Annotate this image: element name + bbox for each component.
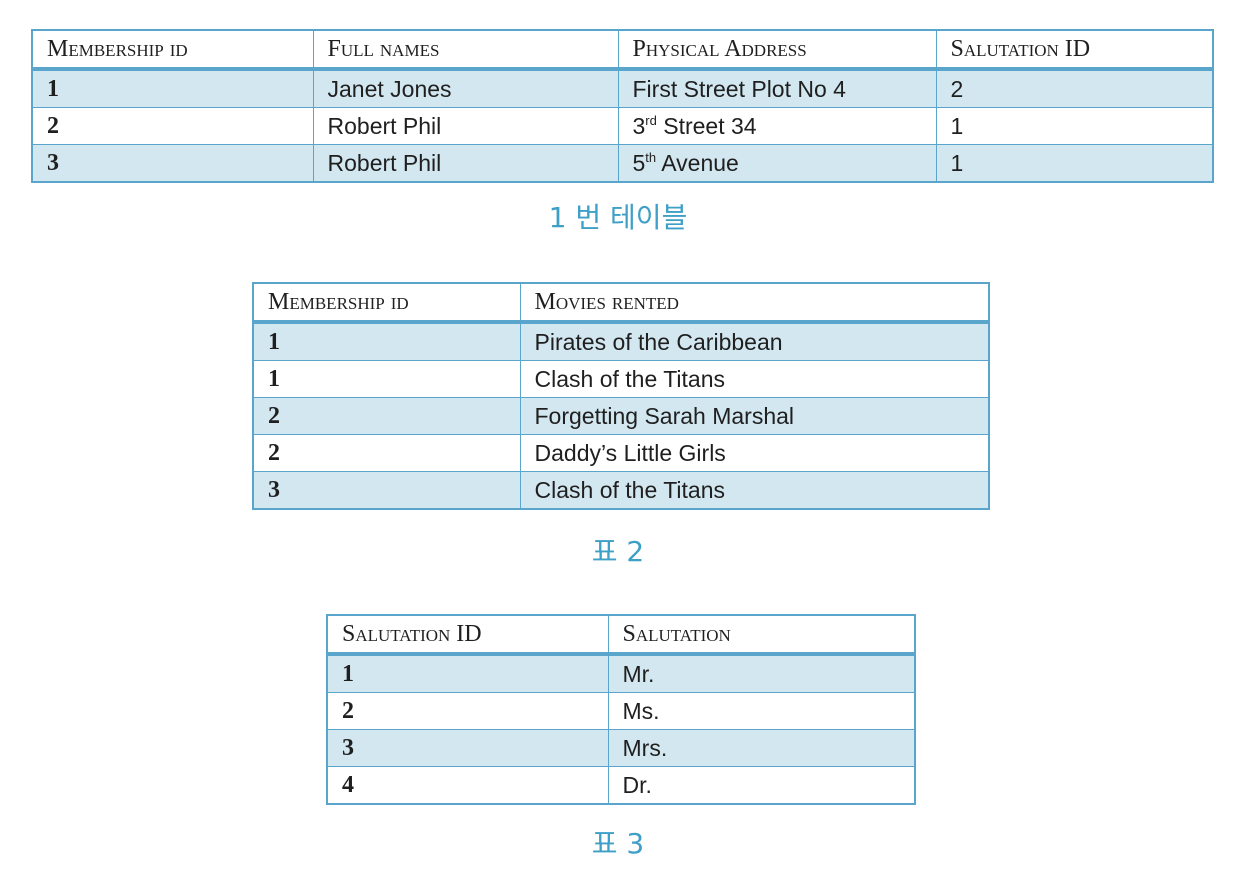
- table-cell: 1: [326, 653, 609, 693]
- column-header: Salutation ID: [935, 29, 1214, 71]
- table-cell: 1: [252, 321, 521, 361]
- column-header: Salutation ID: [326, 614, 609, 656]
- column-header: Movies rented: [519, 282, 990, 324]
- table-cell: 2: [252, 434, 521, 472]
- table-row: 2 Forgetting Sarah Marshal: [252, 397, 990, 435]
- table-cell: 5th Avenue: [617, 144, 937, 183]
- table-cell: Mr.: [607, 653, 916, 693]
- column-header: Salutation: [607, 614, 916, 656]
- column-header: Membership id: [252, 282, 521, 324]
- table-cell: Clash of the Titans: [519, 471, 990, 510]
- table-cell: Janet Jones: [312, 68, 619, 108]
- table-caption: 표 2: [591, 535, 645, 568]
- table-cell: 1: [31, 68, 314, 108]
- table-cell: 3rd Street 34: [617, 107, 937, 145]
- table-row: 3 Clash of the Titans: [252, 471, 990, 510]
- table-cell: Ms.: [607, 692, 916, 730]
- table-row: 1 Clash of the Titans: [252, 360, 990, 398]
- table-cell: 1: [935, 144, 1214, 183]
- table-row: 1 Mr.: [326, 653, 916, 693]
- table-cell: 3: [252, 471, 521, 510]
- table-cell: Pirates of the Caribbean: [519, 321, 990, 361]
- movies-rented-table: Membership id Movies rented 1 Pirates of…: [252, 282, 990, 510]
- table-cell: Forgetting Sarah Marshal: [519, 397, 990, 435]
- column-header: Membership id: [31, 29, 314, 71]
- table-caption: 1 번 테이블: [548, 201, 688, 234]
- table-row: 2 Ms.: [326, 692, 916, 730]
- table-cell: 1: [935, 107, 1214, 145]
- table-cell: 3: [31, 144, 314, 183]
- salutations-table: Salutation ID Salutation 1 Mr. 2 Ms. 3 M…: [326, 614, 916, 805]
- table-header-row: Salutation ID Salutation: [326, 614, 916, 656]
- table-cell: 3: [326, 729, 609, 767]
- table-cell: 2: [252, 397, 521, 435]
- table-cell: 2: [326, 692, 609, 730]
- table-cell: Robert Phil: [312, 107, 619, 145]
- table-cell: First Street Plot No 4: [617, 68, 937, 108]
- table-row: 3 Mrs.: [326, 729, 916, 767]
- table-cell: Clash of the Titans: [519, 360, 990, 398]
- table-row: 4 Dr.: [326, 766, 916, 805]
- table-cell: 1: [252, 360, 521, 398]
- table-header-row: Membership id Movies rented: [252, 282, 990, 324]
- column-header: Full names: [312, 29, 619, 71]
- table-cell: 2: [935, 68, 1214, 108]
- table-cell: 2: [31, 107, 314, 145]
- table-caption: 표 3: [591, 827, 645, 860]
- table-row: 1 Pirates of the Caribbean: [252, 321, 990, 361]
- table-cell: Robert Phil: [312, 144, 619, 183]
- table-cell: Daddy’s Little Girls: [519, 434, 990, 472]
- members-table: Membership id Full names Physical Addres…: [31, 29, 1214, 183]
- table-cell: Dr.: [607, 766, 916, 805]
- table-row: 3 Robert Phil 5th Avenue 1: [31, 144, 1214, 183]
- table-row: 2 Daddy’s Little Girls: [252, 434, 990, 472]
- column-header: Physical Address: [617, 29, 937, 71]
- table-cell: Mrs.: [607, 729, 916, 767]
- table-cell: 4: [326, 766, 609, 805]
- table-row: 2 Robert Phil 3rd Street 34 1: [31, 107, 1214, 145]
- table-row: 1 Janet Jones First Street Plot No 4 2: [31, 68, 1214, 108]
- table-header-row: Membership id Full names Physical Addres…: [31, 29, 1214, 71]
